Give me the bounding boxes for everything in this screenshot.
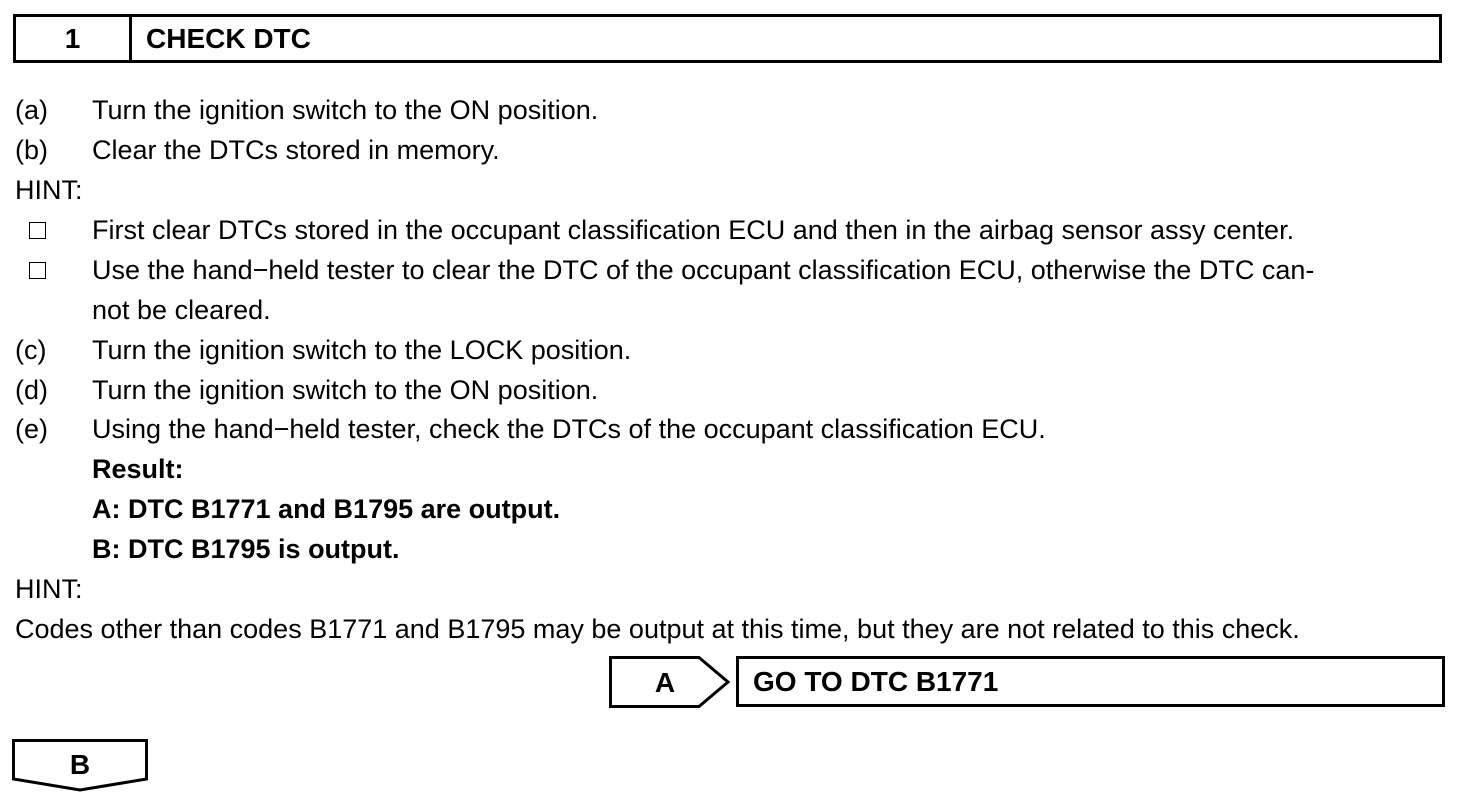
step-text: Using the hand−held tester, check the DT…	[92, 414, 1046, 444]
branch-b-arrow: B	[12, 739, 148, 792]
hint-text: Codes other than codes B1771 and B1795 m…	[15, 614, 1300, 644]
hint-item-text: First clear DTCs stored in the occupant …	[92, 215, 1295, 245]
result-heading-text: Result:	[92, 454, 184, 484]
step-label: (c)	[15, 335, 47, 365]
checkbox-bullet-icon	[29, 262, 46, 279]
step-text: Turn the ignition switch to the LOCK pos…	[92, 335, 632, 365]
step-text: Clear the DTCs stored in memory.	[92, 135, 500, 165]
hint-item-text: Use the hand−held tester to clear the DT…	[92, 255, 1315, 285]
branch-a-arrow: A	[609, 656, 731, 708]
hint-item-text: not be cleared.	[92, 295, 271, 325]
hint-label: HINT:	[15, 175, 83, 205]
step-title: CHECK DTC	[146, 22, 311, 54]
result-b-text: B: DTC B1795 is output.	[92, 534, 400, 564]
step-text: Turn the ignition switch to the ON posit…	[92, 375, 599, 405]
step-label: (a)	[15, 95, 48, 125]
result-a-text: A: DTC B1771 and B1795 are output.	[92, 494, 561, 524]
branch-a-label: A	[655, 667, 675, 698]
step-number: 1	[16, 17, 132, 60]
checkbox-bullet-icon	[29, 222, 46, 239]
step-header: 1 CHECK DTC	[13, 14, 1442, 63]
step-label: (d)	[15, 375, 48, 405]
branch-b-label: B	[70, 749, 90, 780]
step-text: Turn the ignition switch to the ON posit…	[92, 95, 599, 125]
step-label: (b)	[15, 135, 48, 165]
hint-label: HINT:	[15, 574, 83, 604]
step-label: (e)	[15, 414, 48, 444]
go-to-box: GO TO DTC B1771	[736, 656, 1445, 707]
